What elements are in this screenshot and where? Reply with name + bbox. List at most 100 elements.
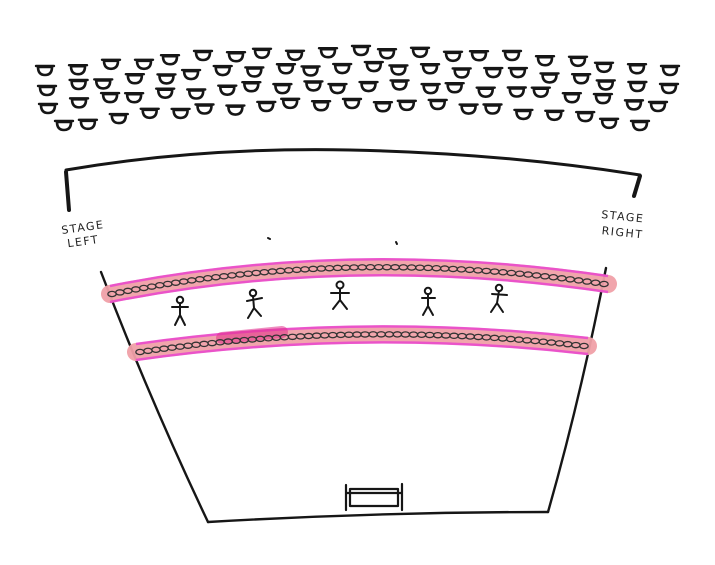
audience-seat-icon [68, 78, 89, 91]
audience-seat-icon [67, 63, 89, 76]
audience-seat-icon [212, 64, 233, 77]
audience-seat-icon [458, 103, 479, 115]
audience-seat-icon [317, 47, 339, 59]
audience-seat-icon [154, 87, 176, 99]
row-seat [579, 342, 589, 350]
stage-right-text-2: RIGHT [601, 224, 644, 241]
box-prop-icon [344, 482, 404, 512]
audience-seat-icon [388, 64, 409, 76]
audience-seat-icon [530, 86, 552, 98]
audience-seat-icon [225, 104, 246, 116]
row-1-band [101, 258, 617, 303]
audience-seat-icon [647, 100, 669, 113]
stick-figure-icon [330, 280, 350, 310]
audience-seat-icon [341, 97, 363, 110]
audience-seat-icon [483, 66, 504, 79]
audience-seat-icon [507, 66, 529, 79]
row-2-dark-smudge [216, 326, 288, 344]
audience-seat-icon [225, 51, 247, 63]
audience-seat-icon [124, 73, 146, 85]
audience-seat-icon [244, 66, 265, 78]
audience-seat-icon [123, 92, 145, 104]
stage-left-edge [99, 270, 210, 524]
audience-seat-icon [598, 117, 620, 130]
row-1-seats [107, 263, 609, 298]
audience-seat-icon [310, 100, 332, 112]
audience-seat-icon [482, 103, 503, 115]
audience-seat-icon [358, 80, 379, 93]
audience-seat-icon [170, 107, 191, 120]
audience-seat-icon [592, 92, 614, 105]
audience-seat-icon [409, 46, 431, 59]
audience-seat-icon [256, 100, 277, 113]
audience-seat-icon [100, 58, 122, 71]
stage-left-label: STAGE LEFT [61, 218, 106, 250]
ink-mark-1 [267, 237, 271, 240]
performers [171, 280, 508, 326]
audience-seat-icon [133, 58, 155, 71]
audience-seat-icon [539, 72, 560, 84]
row-1-edge-bottom [109, 273, 609, 304]
audience-seat-icon [275, 63, 297, 75]
audience-seat-icon [501, 49, 523, 62]
audience-seat-icon [331, 62, 353, 75]
audience-seat-icon [108, 112, 130, 125]
audience-seat-icon [506, 86, 527, 98]
highlighted-row-1 [101, 257, 617, 304]
audience-seat-icon [363, 60, 385, 73]
audience-seat-icon [217, 84, 238, 96]
audience-seat-icon [475, 86, 496, 98]
audience-seat-icon [280, 97, 301, 110]
audience-seat-icon [284, 49, 306, 62]
audience-seat-icon [658, 82, 680, 95]
stick-figure-icon [171, 295, 189, 326]
audience-seat-icon [451, 67, 472, 79]
audience-seat-icon [570, 73, 592, 85]
audience-seat-icon [241, 81, 262, 93]
audience-seat-icon [567, 55, 589, 68]
audience-seat-icon [575, 110, 596, 123]
audience-seat-icon [186, 88, 207, 100]
audience-seat-icon [444, 82, 465, 94]
stage-right-label: STAGE RIGHT [601, 208, 645, 241]
audience-seat-icon [180, 68, 202, 81]
audience-seat-icon [300, 65, 321, 77]
ink-mark-2 [395, 241, 398, 245]
highlighted-row-2 [127, 325, 597, 362]
stage-left-text-2: LEFT [67, 233, 100, 250]
audience-seat-icon [427, 98, 448, 111]
stage-front-edge [206, 510, 550, 524]
audience-seat-icon [376, 48, 398, 60]
audience-seat-icon [34, 64, 56, 77]
audience-seat-icon [68, 97, 90, 109]
audience-seat-icon [396, 99, 417, 112]
audience-seat-icon [544, 109, 565, 122]
audience-seat-icon [194, 103, 215, 115]
audience-seat-icon [93, 78, 114, 90]
stick-figure-icon [490, 283, 508, 313]
audience-seat-icon [595, 79, 616, 91]
audience-seat-icon [53, 119, 75, 132]
stage-right-edge [546, 266, 608, 514]
audience-seat-icon [468, 50, 490, 62]
stage-right-text-1: STAGE [601, 208, 645, 225]
audience-seat-icon [139, 107, 160, 120]
audience-seat-icon [442, 50, 464, 63]
stick-figure-icon [421, 286, 436, 316]
audience-seat-icon [192, 49, 214, 62]
row-2-seats [135, 331, 589, 356]
audience-seat-icon [99, 91, 121, 104]
audience-seat-icon [623, 99, 645, 111]
proscenium-arc [64, 148, 642, 177]
audience-seat-icon [156, 73, 177, 85]
audience-seat-icon [303, 80, 324, 92]
stage-left-text-1: STAGE [61, 218, 106, 237]
audience-seat-icon [593, 61, 615, 74]
audience-seat-icon [37, 102, 59, 115]
audience-seat-icon [372, 101, 394, 113]
row-1-edge-top [109, 257, 609, 288]
proscenium-left-post [64, 170, 71, 212]
audience-seating [34, 44, 681, 132]
audience-seat-icon [420, 82, 441, 95]
audience-seat-icon [251, 47, 273, 60]
